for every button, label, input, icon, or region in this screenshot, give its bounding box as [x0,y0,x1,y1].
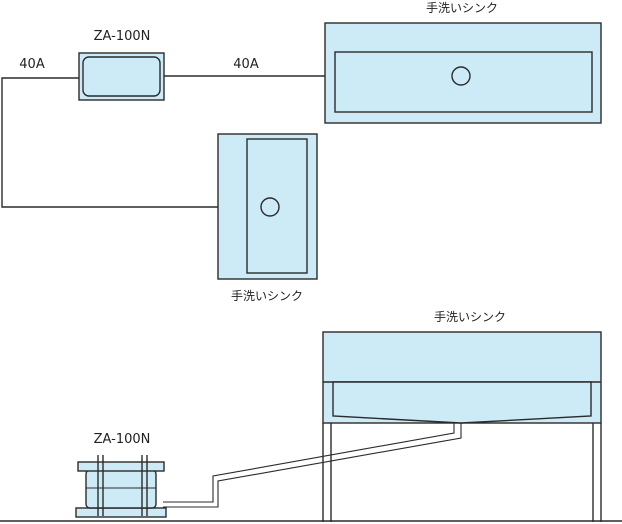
pipe-label-right: 40A [233,57,259,72]
sink-center-label: 手洗いシンク [231,289,303,303]
sink-elev-label: 手洗いシンク [434,310,506,324]
trap-elev-lid [77,461,165,472]
sink-top-plan [324,22,602,124]
pipe-label-left: 40A [19,57,45,72]
trap-label-elevation: ZA-100N [94,432,151,447]
trap-elev-base [75,507,167,518]
pipe-elevation [163,423,462,508]
sink-elev-basin [332,381,592,424]
sink-elevation [322,331,602,522]
trap-inner-body [82,56,161,97]
trap-label-plan: ZA-100N [94,29,151,44]
sink-center-drain-icon [260,197,280,217]
sink-center-plan [217,133,318,280]
elevation-view: 手洗いシンク ZA-100N [0,310,622,522]
sink-top-label: 手洗いシンク [426,1,498,15]
pipe-elevation-inner [163,423,455,503]
plan-view: ZA-100N 40A 40A 手洗いシンク 手洗いシンク [1,1,602,303]
trap-elev-body [85,469,157,509]
grease-trap-plan [78,52,165,101]
sink-top-drain-icon [451,66,471,86]
grease-trap-elevation [75,455,167,518]
pipe-trap-to-sink-center [1,77,270,208]
